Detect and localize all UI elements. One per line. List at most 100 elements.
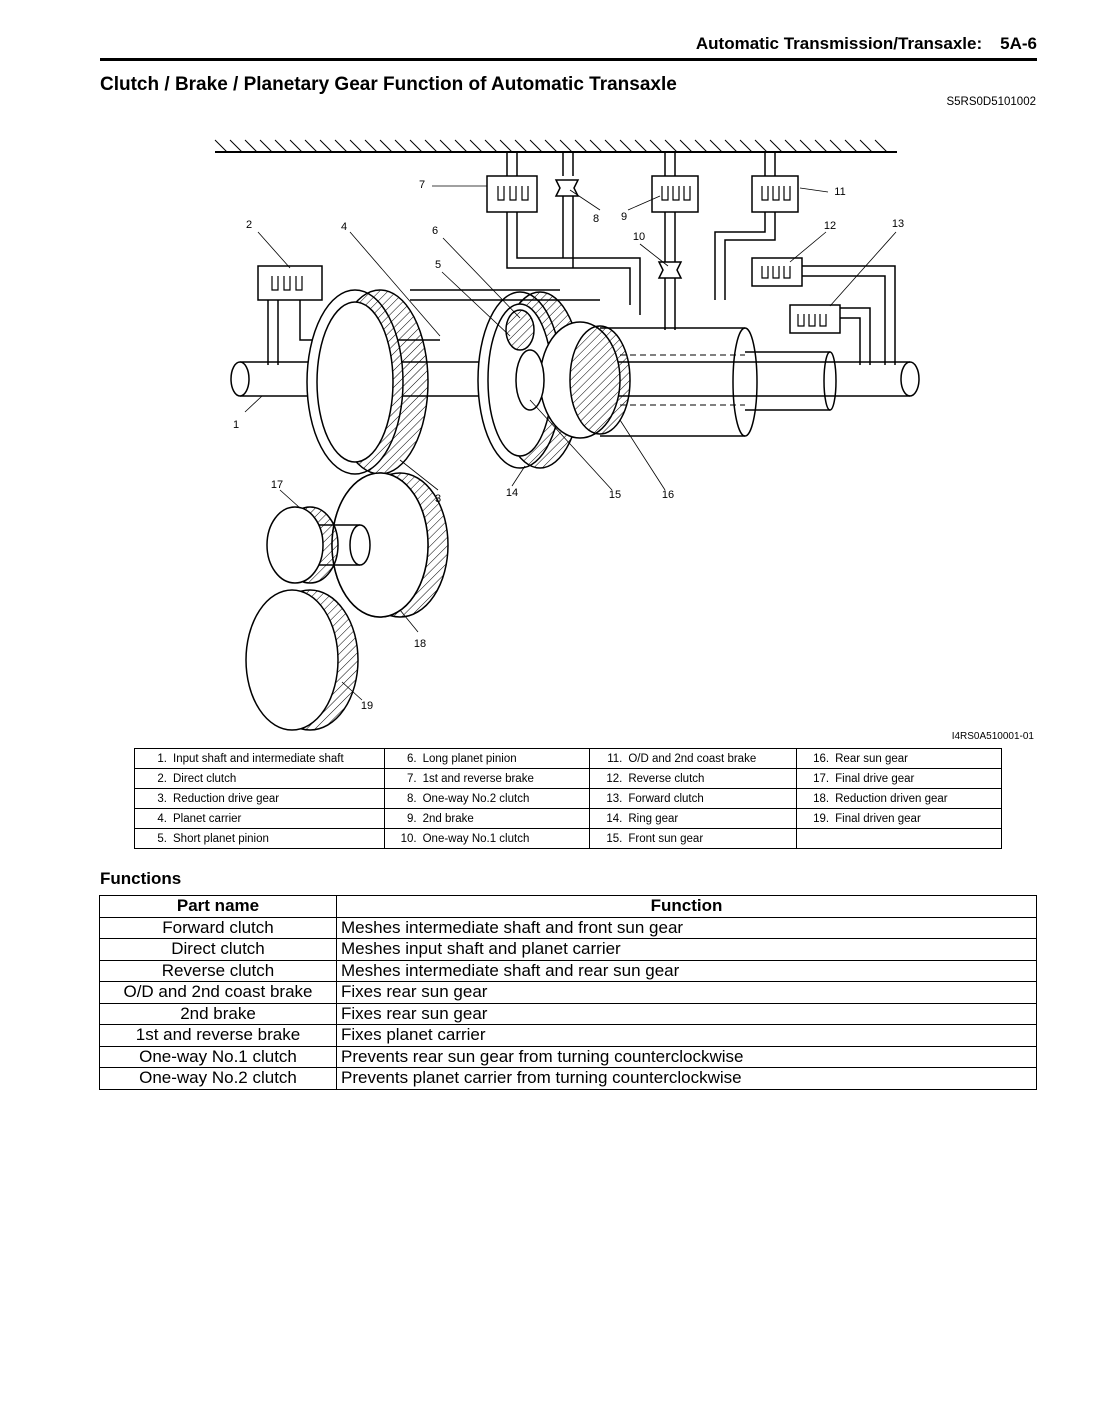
function-cell: Prevents planet carrier from turning cou…: [336, 1067, 1037, 1090]
legend-number: 1.: [157, 752, 167, 765]
legend-cell: 5.Short planet pinion: [134, 828, 385, 849]
function-cell: Fixes rear sun gear: [336, 1002, 1037, 1025]
legend-cell: 6. Long planet pinion: [383, 748, 591, 769]
callout-17: 17: [271, 479, 283, 491]
callout-1: 1: [233, 419, 239, 431]
callout-10: 10: [633, 231, 645, 243]
legend-cell: 13. Forward clutch: [589, 788, 798, 809]
legend-cell: 10. One-way No.1 clutch: [383, 828, 591, 849]
part-name-cell: 2nd brake: [99, 1002, 337, 1025]
legend-label: Final drive gear: [835, 772, 915, 785]
legend-cell: 12. Reverse clutch: [589, 768, 798, 789]
callout-8: 8: [593, 213, 599, 225]
callout-5: 5: [435, 259, 441, 271]
legend-cell: 7. 1st and reverse brake: [383, 768, 591, 789]
legend-number: 3.: [157, 792, 167, 805]
legend-label: Planet carrier: [173, 812, 242, 825]
legend-label: Short planet pinion: [173, 832, 269, 845]
callout-6: 6: [432, 225, 438, 237]
legend-table: 1. Input shaft and intermediate shaft 6. Lo…: [134, 748, 1002, 849]
legend-cell: 4. Planet carrier: [134, 808, 385, 829]
legend-number: 2.: [157, 772, 167, 785]
legend-cell: 2. Direct clutch: [134, 768, 385, 789]
legend-cell: 8. One-way No.2 clutch: [383, 788, 591, 809]
legend-number: 9.: [407, 812, 417, 825]
function-cell: Prevents rear sun gear from turning coun…: [336, 1045, 1037, 1068]
legend-label: Ring gear: [628, 812, 679, 825]
running-header: Automatic Transmission/Transaxle: 5A-6: [696, 34, 1037, 54]
legend-label: Rear sun gear: [835, 752, 908, 765]
legend-label: Forward clutch: [628, 792, 704, 805]
legend-number: 14.: [606, 812, 623, 825]
legend-label: Long planet pinion: [422, 752, 517, 765]
legend-number: 7.: [407, 772, 417, 785]
legend-number: 10.: [400, 832, 417, 845]
callout-14: 14: [506, 487, 518, 499]
legend-row: 5.Short planet pinion 10. One-way No.1 clu…: [134, 828, 1002, 849]
function-header: Function: [336, 895, 1037, 918]
legend-label: Input shaft and intermediate shaft: [173, 752, 344, 765]
callout-11: 11: [834, 186, 845, 198]
callout-9: 9: [621, 211, 627, 223]
legend-number: 12.: [606, 772, 623, 785]
legend-number: 13.: [606, 792, 623, 805]
part-name-cell: O/D and 2nd coast brake: [99, 981, 337, 1004]
legend-label: One-way No.2 clutch: [422, 792, 530, 805]
section-title: Clutch / Brake / Planetary Gear Function…: [100, 74, 677, 95]
part-name-cell: Forward clutch: [99, 916, 337, 939]
figure-code: I4RS0A510001-01: [951, 731, 1034, 742]
legend-label: Reduction driven gear: [835, 792, 948, 805]
callout-15: 15: [609, 489, 621, 501]
legend-number: 18.: [813, 792, 830, 805]
function-cell: Fixes rear sun gear: [336, 981, 1037, 1004]
legend-label: 1st and reverse brake: [422, 772, 534, 785]
legend-number: 8.: [407, 792, 417, 805]
part-name-header: Part name: [99, 895, 337, 918]
page-number: 5A-6: [1000, 34, 1037, 53]
callout-3: 3: [435, 493, 441, 505]
part-name-cell: Reverse clutch: [99, 959, 337, 982]
legend-number: 11.: [607, 752, 623, 765]
legend-row: 3. Reduction drive gear 8. One-way No.2 clu…: [134, 788, 1002, 809]
callout-12: 12: [824, 220, 836, 232]
legend-row: 1. Input shaft and intermediate shaft 6. Lo…: [134, 748, 1002, 769]
callout-2: 2: [246, 219, 252, 231]
legend-cell: 9. 2nd brake: [383, 808, 591, 829]
legend-label: 2nd brake: [422, 812, 474, 825]
callout-18: 18: [414, 638, 426, 650]
legend-cell: 1. Input shaft and intermediate shaft: [134, 748, 385, 769]
legend-number: 17.: [813, 772, 830, 785]
part-name-cell: Direct clutch: [99, 938, 337, 961]
legend-label: Reduction drive gear: [173, 792, 280, 805]
legend-label: One-way No.1 clutch: [422, 832, 530, 845]
legend-label: Reverse clutch: [628, 772, 705, 785]
legend-number: 19.: [813, 812, 830, 825]
part-name-cell: One-way No.2 clutch: [99, 1067, 337, 1090]
legend-cell: 16.Rear sun gear: [796, 748, 1002, 769]
legend-label: Front sun gear: [628, 832, 704, 845]
function-cell: Meshes intermediate shaft and front sun …: [336, 916, 1037, 939]
legend-cell: [796, 828, 1002, 849]
legend-label: O/D and 2nd coast brake: [628, 752, 757, 765]
legend-label: Direct clutch: [173, 772, 237, 785]
page-header: Automatic Transmission/Transaxle: 5A-6: [100, 32, 1037, 61]
callout-19: 19: [361, 700, 373, 712]
legend-cell: 17. Final drive gear: [796, 768, 1002, 789]
legend-number: 4.: [157, 812, 167, 825]
running-title: Automatic Transmission/Transaxle:: [695, 34, 983, 53]
legend-cell: 15.Front sun gear: [589, 828, 798, 849]
legend-number: 6.: [407, 752, 417, 765]
functions-header-row: Part name Function: [99, 895, 1037, 918]
legend-cell: 19.Final driven gear: [796, 808, 1002, 829]
function-cell: Meshes input shaft and planet carrier: [336, 938, 1037, 961]
legend-row: 4. Planet carrier 9. 2nd brake 14. Ring gear 1…: [134, 808, 1002, 829]
